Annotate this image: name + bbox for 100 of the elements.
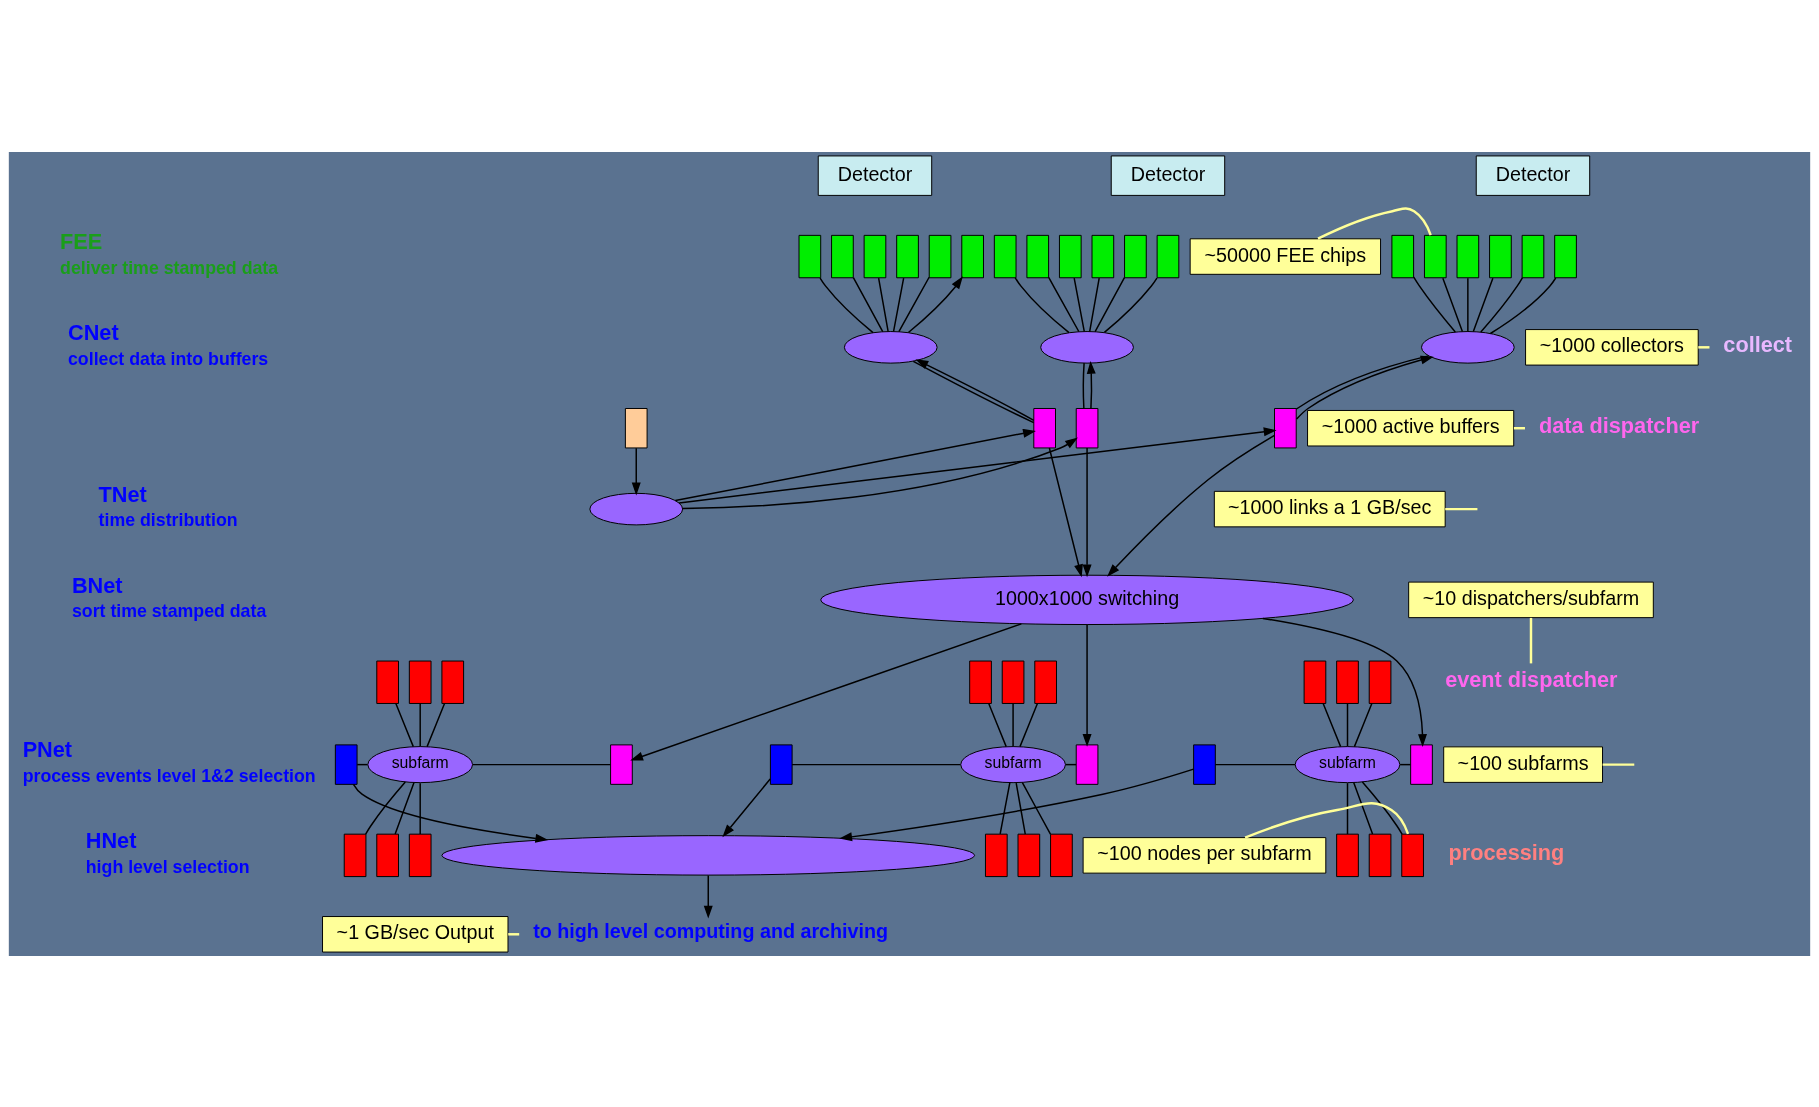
connector — [1317, 206, 1432, 240]
node-box — [1410, 743, 1433, 785]
connector — [1346, 781, 1349, 835]
connector — [892, 276, 905, 332]
node-box — [984, 833, 1008, 877]
node-box — [1368, 660, 1392, 704]
connector — [1602, 762, 1635, 766]
node-box — [1489, 234, 1512, 278]
node-box — [896, 234, 919, 278]
connector — [419, 702, 421, 747]
node-box: ~100 subfarms — [1443, 745, 1603, 783]
arrow — [1107, 434, 1276, 577]
node-text: event dispatcher — [1445, 666, 1618, 692]
node-box — [1001, 660, 1025, 704]
label: BNet — [71, 572, 123, 598]
node-box — [1303, 660, 1327, 704]
connector — [1442, 276, 1464, 332]
connector — [1480, 276, 1524, 333]
connector — [1021, 781, 1052, 835]
connector — [1489, 276, 1557, 334]
label: deliver time stamped data — [60, 257, 279, 278]
connector — [394, 781, 415, 835]
node-ellipse — [843, 330, 938, 364]
arrow — [1082, 446, 1092, 577]
connector — [1015, 781, 1026, 835]
node-ellipse: subfarm — [960, 745, 1066, 783]
node-text: collect — [1723, 331, 1793, 357]
connector — [898, 276, 930, 332]
node-box — [961, 234, 984, 278]
connector — [395, 702, 415, 747]
connector — [1014, 276, 1070, 333]
label: CNet — [68, 319, 119, 345]
node-box — [1336, 660, 1359, 704]
arrow — [1295, 355, 1434, 420]
connector — [1295, 354, 1430, 410]
node-box — [1075, 407, 1099, 448]
connector — [1445, 507, 1478, 510]
label: sort time stamped data — [71, 600, 267, 621]
node-box: ~50000 FEE chips — [1189, 237, 1382, 275]
connector — [1103, 276, 1158, 333]
arrow — [1086, 360, 1096, 409]
node-box: Detector — [1110, 154, 1226, 196]
node-text: to high level computing and archiving — [533, 919, 889, 942]
arrow — [681, 436, 1078, 509]
node-box — [831, 234, 854, 278]
node-box — [408, 833, 432, 877]
node-box: ~10 dispatchers/subfarm — [1408, 581, 1654, 618]
node-ellipse — [1040, 330, 1134, 364]
arrow — [907, 275, 963, 333]
arrow — [1262, 617, 1427, 747]
node-box — [1193, 743, 1216, 785]
connector — [1529, 617, 1533, 663]
node-box — [798, 234, 822, 278]
arrow — [352, 783, 549, 843]
arrow — [839, 767, 1195, 841]
connector — [1346, 702, 1349, 747]
connector — [1214, 763, 1296, 765]
node-ellipse: subfarm — [1294, 745, 1401, 783]
node-box — [376, 833, 399, 877]
node-box — [993, 234, 1017, 278]
node-ellipse: subfarm — [367, 745, 474, 783]
node-ellipse — [589, 492, 684, 525]
connector — [1047, 276, 1080, 332]
connector — [419, 781, 421, 835]
connector — [472, 763, 612, 765]
node-box — [376, 660, 399, 704]
arrow — [1048, 446, 1083, 577]
label: process events level 1&2 selection — [22, 765, 316, 786]
connector — [1353, 781, 1374, 835]
connector — [1322, 702, 1342, 747]
node-box: ~1 GB/sec Output — [322, 915, 509, 953]
connector — [1094, 276, 1126, 332]
connector — [1353, 702, 1373, 747]
node-box — [1156, 234, 1180, 278]
node-box — [1336, 833, 1359, 877]
node-box — [1058, 234, 1082, 278]
connector — [819, 276, 874, 333]
connector — [1472, 276, 1494, 332]
connector — [508, 932, 520, 936]
node-box: ~1000 links a 1 GB/sec — [1213, 490, 1446, 527]
node-box — [1017, 833, 1041, 877]
connector — [1089, 276, 1100, 332]
arrow — [630, 622, 1023, 761]
node-text: data dispatcher — [1538, 412, 1700, 438]
node-box — [1124, 234, 1147, 278]
arrow — [703, 874, 713, 919]
connector — [1012, 702, 1014, 747]
node-box: ~1000 active buffers — [1307, 409, 1515, 446]
node-ellipse: 1000x1000 switching — [820, 574, 1354, 625]
connector — [988, 702, 1007, 747]
arrow — [722, 777, 771, 837]
node-box — [769, 743, 793, 785]
node-box: Detector — [817, 154, 933, 196]
connector — [999, 781, 1011, 835]
node-box — [1391, 234, 1415, 278]
connector — [364, 780, 407, 835]
node-box — [343, 833, 367, 877]
arrow — [678, 426, 1277, 504]
node-box — [1401, 833, 1424, 877]
connector — [852, 276, 884, 332]
